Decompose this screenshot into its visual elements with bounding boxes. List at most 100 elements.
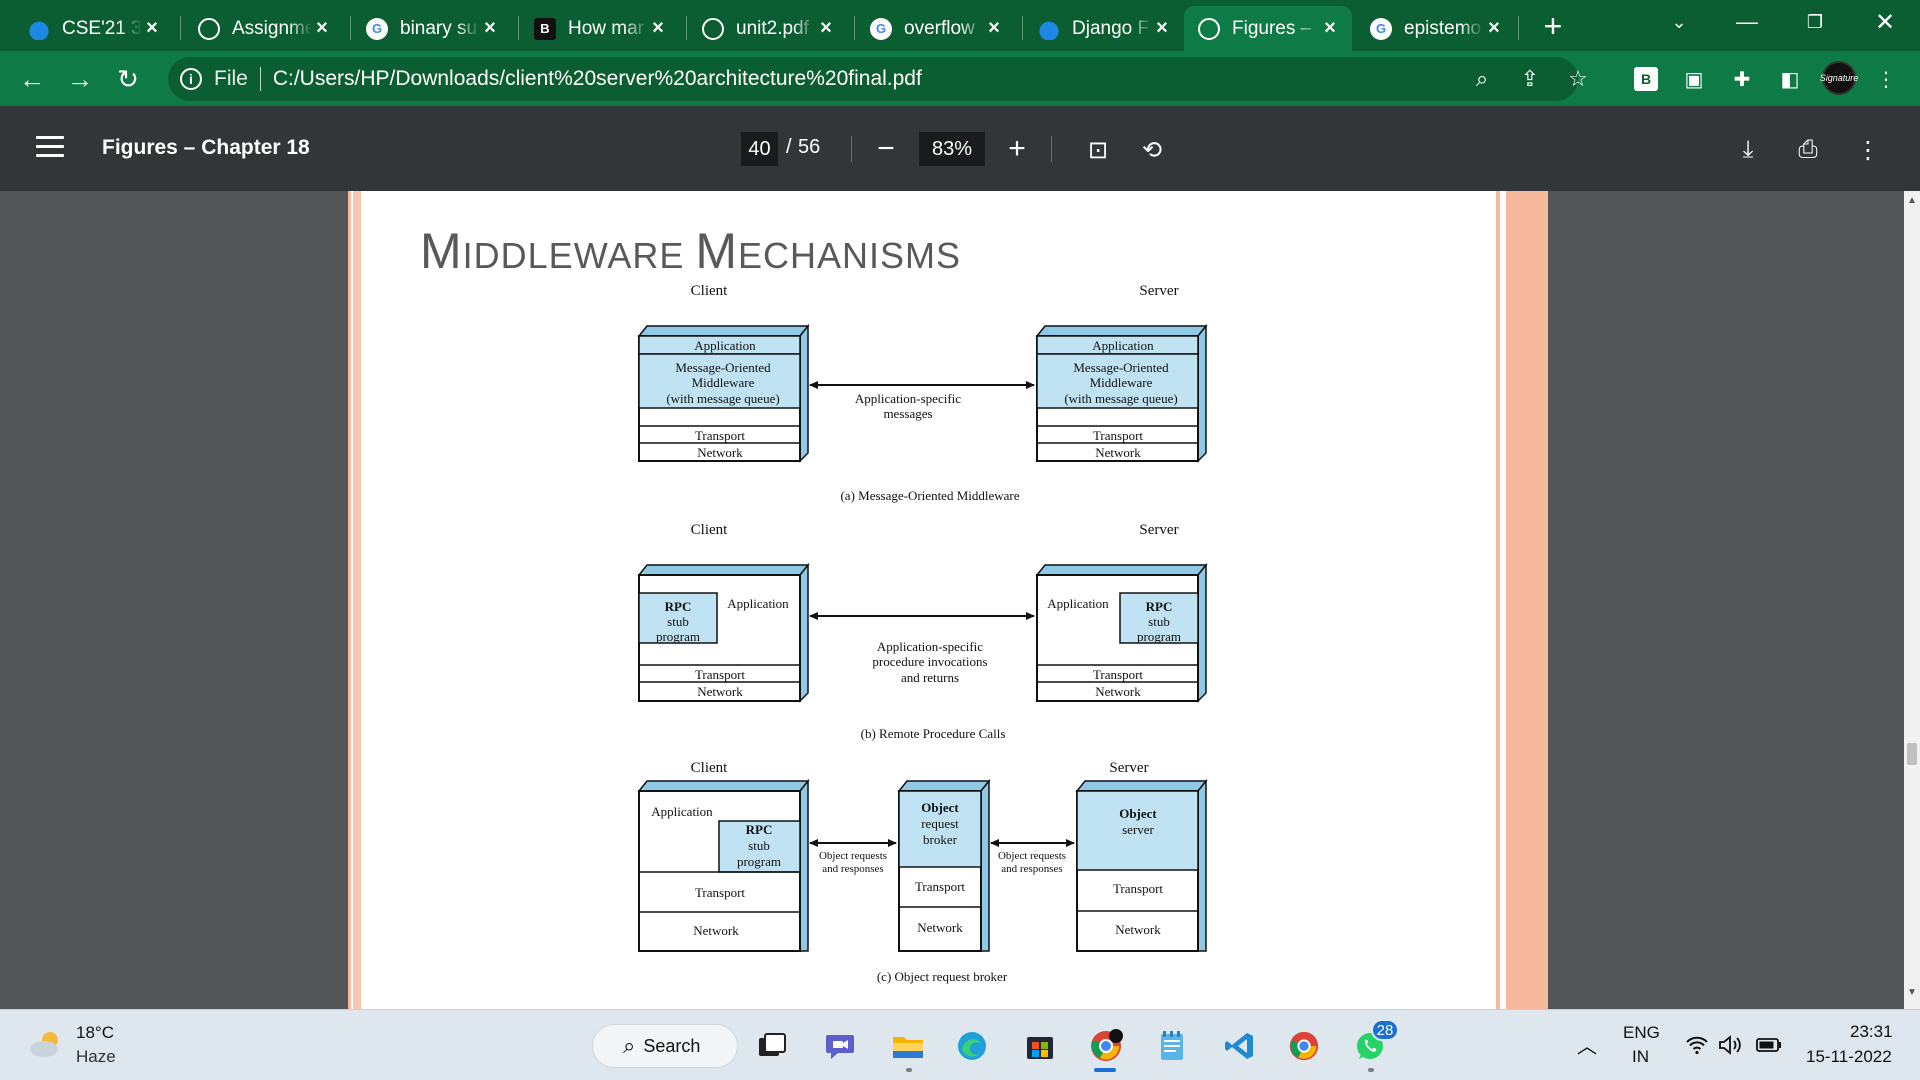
extension-screen-icon[interactable]: ▣ <box>1684 68 1704 91</box>
share-icon[interactable]: ⇪ <box>1520 66 1540 91</box>
svg-text:Object: Object <box>1119 806 1157 821</box>
svg-text:Network: Network <box>917 920 963 935</box>
weather-condition[interactable]: Haze <box>76 1047 116 1066</box>
address-bar: ← → ↻ i File C:/Users/HP/Downloads/clien… <box>0 51 1920 106</box>
rotate-icon[interactable]: ⟲ <box>1141 136 1163 164</box>
tab-overflow[interactable]: G overflow × <box>856 6 1016 51</box>
chrome-profile-icon[interactable] <box>1088 1028 1124 1064</box>
server-label-b: Server <box>1139 522 1178 538</box>
taskbar-search[interactable]: ⌕ Search <box>592 1024 738 1068</box>
page-number-input[interactable]: 40 <box>741 132 778 166</box>
tab-django[interactable]: Django F × <box>1024 6 1184 51</box>
extensions-puzzle-icon[interactable]: ✚ <box>1733 68 1751 91</box>
close-icon[interactable]: × <box>652 17 664 39</box>
vscode-icon[interactable] <box>1222 1028 1258 1064</box>
svg-text:Object requests: Object requests <box>998 850 1066 862</box>
weather-temperature[interactable]: 18°C <box>76 1023 114 1042</box>
tab-assignment[interactable]: Assignme × <box>184 6 344 51</box>
close-icon[interactable]: × <box>1156 17 1168 39</box>
weather-haze-icon[interactable] <box>28 1030 64 1060</box>
svg-text:Message-Oriented: Message-Oriented <box>675 360 771 375</box>
tab-figures-active[interactable]: Figures – × <box>1184 6 1352 51</box>
more-options-icon[interactable]: ⋮ <box>1856 136 1880 164</box>
scrollbar-thumb[interactable] <box>1907 743 1917 765</box>
google-icon: G <box>870 17 892 40</box>
profile-avatar[interactable]: Signature <box>1820 61 1858 95</box>
edge-browser-icon[interactable] <box>954 1028 990 1064</box>
web-globe-icon <box>1198 17 1220 40</box>
zoom-in-button[interactable]: + <box>1008 132 1026 165</box>
tab-label: epistemo <box>1404 17 1482 39</box>
info-icon[interactable]: i <box>180 68 202 90</box>
clock-date[interactable]: 15-11-2022 <box>1806 1047 1892 1066</box>
whatsapp-unread-badge: 28 <box>1371 1019 1399 1041</box>
show-hidden-icons-chevron-icon[interactable]: ︿ <box>1577 1036 1597 1058</box>
svg-text:Application-specific: Application-specific <box>877 639 983 654</box>
slide-right-border <box>1494 191 1548 1009</box>
scroll-down-arrow-icon[interactable]: ▼ <box>1907 987 1917 998</box>
tab-binary-search[interactable]: G binary su × <box>352 6 512 51</box>
tab-unit2-pdf[interactable]: unit2.pdf × <box>688 6 848 51</box>
vertical-scrollbar[interactable]: ▲ ▼ <box>1904 191 1920 1009</box>
close-icon[interactable]: × <box>484 17 496 39</box>
file-explorer-icon[interactable] <box>890 1028 926 1064</box>
svg-text:program: program <box>737 854 781 869</box>
pdf-viewer[interactable]: MIDDLEWARE MECHANISMS Client Server <box>0 191 1904 1009</box>
notepad-icon[interactable] <box>1154 1028 1190 1064</box>
close-icon[interactable]: × <box>146 17 158 39</box>
side-panel-icon[interactable]: ◧ <box>1780 68 1800 91</box>
svg-text:Application: Application <box>1047 596 1109 611</box>
forward-button[interactable]: → <box>67 63 93 94</box>
restore-button[interactable]: ❐ <box>1806 11 1824 32</box>
windows-start-icon[interactable] <box>534 1030 567 1063</box>
close-icon[interactable]: × <box>1488 17 1500 39</box>
svg-text:Message-Oriented: Message-Oriented <box>1073 360 1169 375</box>
extension-b-icon[interactable]: B <box>1634 67 1658 91</box>
zoom-out-button[interactable]: − <box>877 132 895 165</box>
scroll-up-arrow-icon[interactable]: ▲ <box>1907 195 1917 206</box>
battery-icon[interactable] <box>1756 1032 1782 1058</box>
language-indicator-line1[interactable]: ENG <box>1623 1023 1660 1042</box>
pdf-page: MIDDLEWARE MECHANISMS Client Server <box>348 191 1548 1009</box>
zoom-magnifier-icon[interactable]: ⌕ <box>1475 66 1489 91</box>
fit-page-icon[interactable]: ⊡ <box>1087 136 1109 164</box>
zoom-level-input[interactable]: 83% <box>919 132 985 166</box>
minimize-button[interactable]: — <box>1736 9 1758 34</box>
language-indicator-line2[interactable]: IN <box>1632 1047 1649 1066</box>
url-text[interactable]: C:/Users/HP/Downloads/client%20server%20… <box>272 67 922 90</box>
clock-time[interactable]: 23:31 <box>1850 1022 1893 1041</box>
close-icon[interactable]: × <box>988 17 1000 39</box>
new-tab-button[interactable]: + <box>1543 7 1563 44</box>
tab-how-many[interactable]: B How mar × <box>520 6 680 51</box>
svg-text:request: request <box>921 816 959 831</box>
close-icon[interactable]: × <box>820 17 832 39</box>
tab-cse21[interactable]: CSE'21 3 × <box>14 6 174 51</box>
task-view-icon[interactable] <box>754 1028 790 1064</box>
caption-c: (c) Object request broker <box>877 969 1008 984</box>
tab-label: Figures – <box>1232 17 1312 39</box>
download-icon[interactable]: ⤓ <box>1742 136 1754 163</box>
close-window-button[interactable]: ✕ <box>1874 8 1896 36</box>
server-stack-b: Application RPC stub program Transport N… <box>1035 562 1208 703</box>
wifi-icon[interactable] <box>1684 1032 1710 1058</box>
back-button[interactable]: ← <box>19 63 45 94</box>
teams-chat-icon[interactable] <box>822 1028 858 1064</box>
onedrive-cloud-icon <box>1038 17 1060 40</box>
tab-search-chevron-icon[interactable]: ⌄ <box>1671 11 1687 32</box>
close-icon[interactable]: × <box>1324 17 1336 39</box>
hamburger-menu-icon[interactable] <box>36 136 64 160</box>
reload-button[interactable]: ↻ <box>117 63 139 94</box>
print-icon[interactable]: ⎙ <box>1798 136 1818 163</box>
svg-text:Transport: Transport <box>915 879 965 894</box>
microsoft-store-icon[interactable] <box>1022 1028 1058 1064</box>
tab-epistemo[interactable]: G epistemo × <box>1356 6 1516 51</box>
web-globe-icon <box>198 17 220 40</box>
close-icon[interactable]: × <box>316 17 328 39</box>
chrome-menu-icon[interactable]: ⋮ <box>1876 68 1896 91</box>
chrome-icon[interactable] <box>1286 1028 1322 1064</box>
bookmark-star-icon[interactable]: ☆ <box>1568 66 1588 91</box>
svg-text:broker: broker <box>923 832 958 847</box>
url-omnibox[interactable]: i File C:/Users/HP/Downloads/client%20se… <box>168 57 1588 101</box>
page-total: 56 <box>798 136 821 158</box>
volume-icon[interactable] <box>1718 1032 1744 1058</box>
